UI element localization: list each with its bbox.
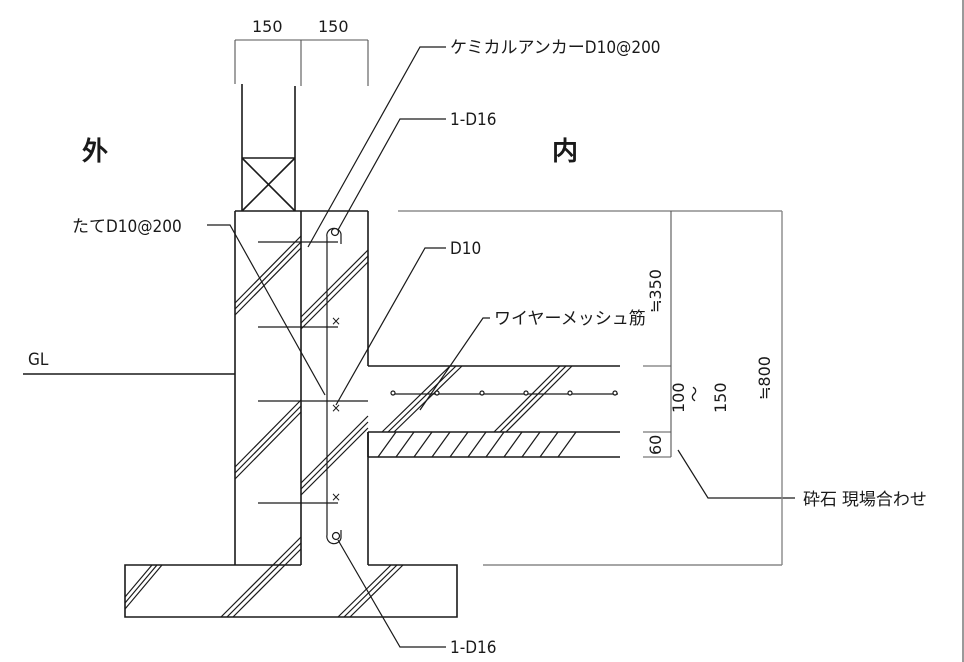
svg-text:ケミカルアンカーD10@200: ケミカルアンカーD10@200 <box>450 38 661 58</box>
inside-label: 内 <box>552 137 578 167</box>
gravel-stroke <box>503 431 523 458</box>
leader-bottom-rebar: 1-D16 <box>337 539 496 658</box>
dim-150: 150 <box>711 382 730 413</box>
svg-text:砕石 現場合わせ: 砕石 現場合わせ <box>803 490 927 510</box>
ground-level: GL <box>23 350 235 375</box>
svg-text:1-D16: 1-D16 <box>450 638 496 658</box>
tie-mark-icon: × <box>331 401 341 415</box>
floor-slab <box>367 365 620 458</box>
dimension-150-left: 150 <box>252 17 283 36</box>
right-dimensions: ≒350 100 ～ 150 ≒800 60 <box>398 210 783 566</box>
footing <box>124 564 458 618</box>
leader-crushed-stone: 砕石 現場合わせ <box>677 449 927 510</box>
gravel-hatch <box>377 431 577 458</box>
leader-wire-mesh: ワイヤーメッシュ筋 <box>419 309 646 411</box>
dim-350: ≒350 <box>646 269 665 313</box>
tie-mark-icon: × <box>331 314 341 328</box>
gravel-stroke <box>377 431 397 458</box>
svg-text:1-D16: 1-D16 <box>450 110 496 130</box>
gravel-stroke <box>413 431 433 458</box>
wire-mesh <box>390 390 618 396</box>
gravel-stroke <box>557 431 577 458</box>
gravel-stroke <box>521 431 541 458</box>
gravel-stroke <box>395 431 415 458</box>
dim-800: ≒800 <box>755 356 774 400</box>
outside-label: 外 <box>82 137 108 167</box>
leader-tie-bar: D10 <box>335 239 481 406</box>
svg-text:D10: D10 <box>450 239 481 259</box>
svg-text:たてD10@200: たてD10@200 <box>72 217 182 237</box>
gravel-stroke <box>485 431 505 458</box>
outer-wall <box>234 210 368 565</box>
page-edge <box>962 0 964 662</box>
gl-label: GL <box>28 350 49 370</box>
dimension-150-right: 150 <box>318 17 349 36</box>
tie-mark-icon: × <box>331 490 341 504</box>
gravel-stroke <box>449 431 469 458</box>
rebar-vertical <box>326 227 342 545</box>
gravel-stroke <box>539 431 559 458</box>
leader-top-rebar: 1-D16 <box>337 110 496 231</box>
svg-text:ワイヤーメッシュ筋: ワイヤーメッシュ筋 <box>494 309 646 329</box>
leader-vertical-rebar: たてD10@200 <box>72 217 326 396</box>
dim-tilde: ～ <box>685 386 704 402</box>
leader-chemical-anchor: ケミカルアンカーD10@200 <box>307 38 661 248</box>
dim-60: 60 <box>646 435 665 455</box>
gravel-stroke <box>431 431 451 458</box>
dim-100: 100 <box>669 382 688 413</box>
gravel-stroke <box>467 431 487 458</box>
top-dimension: 150 150 <box>234 17 369 86</box>
rebar-horizontal: × × × <box>258 241 368 504</box>
concrete-hatch <box>124 235 573 618</box>
sill-member <box>241 84 296 212</box>
